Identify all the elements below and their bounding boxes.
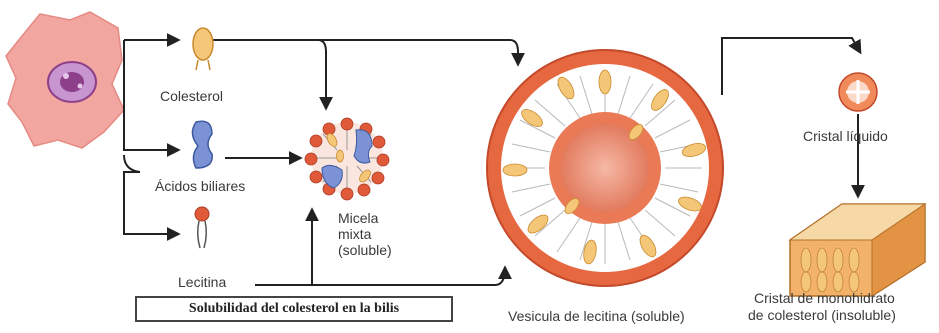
- micelle-label-line2: mixta: [338, 226, 371, 242]
- liquid-crystal-label: Cristal líquido: [803, 128, 888, 144]
- liquid-crystal: [839, 73, 877, 111]
- lecithin-label: Lecitina: [178, 274, 226, 290]
- monohydrate-label-line1: Cristal de monohidrato: [754, 290, 895, 306]
- vesicle-label: Vesicula de lecitina (soluble): [508, 308, 685, 324]
- micelle-label-line3: (soluble): [338, 242, 392, 258]
- nucleus: [48, 62, 96, 102]
- mixed-micelle: [305, 118, 389, 200]
- hepatocyte-cell: [6, 12, 124, 148]
- bile-acids-label: Ácidos biliares: [155, 178, 245, 194]
- diagram-caption: Solubilidad del colesterol en la bilis: [135, 296, 453, 322]
- micelle-label-line1: Micela: [338, 210, 378, 226]
- monohydrate-label-line2: de colesterol (insoluble): [748, 307, 896, 323]
- cholesterol-molecule-icon: [193, 28, 213, 70]
- monohydrate-crystal: [790, 204, 925, 296]
- lecithin-icon: [195, 207, 209, 248]
- bile-acid-icon: [192, 121, 212, 168]
- lecithin-vesicle: [487, 50, 723, 286]
- cholesterol-label: Colesterol: [160, 88, 223, 104]
